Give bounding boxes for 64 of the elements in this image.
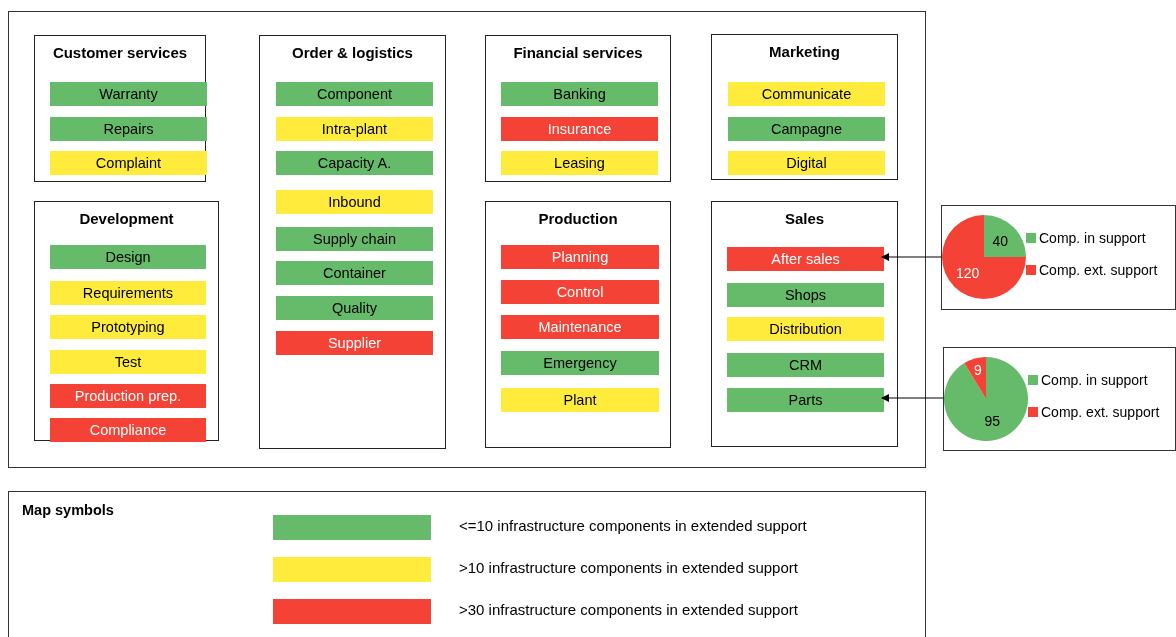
capability-bar: Plant bbox=[501, 388, 659, 412]
capability-bar: Component bbox=[276, 82, 433, 106]
capability-bar: Requirements bbox=[50, 281, 206, 305]
capability-bar: After sales bbox=[727, 247, 884, 271]
domain-panel bbox=[485, 201, 671, 448]
map-frame bbox=[8, 11, 926, 468]
domain-panel bbox=[34, 35, 206, 182]
data-label: 9 bbox=[974, 361, 982, 378]
data-label: 40 bbox=[992, 232, 1009, 249]
capability-bar: Communicate bbox=[728, 82, 885, 106]
legend-text: Comp. in support bbox=[1039, 230, 1146, 246]
capability-bar: CRM bbox=[727, 353, 884, 377]
data-label: 95 bbox=[984, 413, 1000, 430]
panel-heading: Financial services bbox=[512, 44, 644, 61]
panel-heading: Customer services bbox=[51, 44, 189, 61]
panel-heading: Marketing bbox=[768, 43, 841, 60]
capability-bar: Design bbox=[50, 245, 206, 269]
capability-bar: Test bbox=[50, 350, 206, 374]
arrow bbox=[881, 394, 944, 402]
capability-bar: Shops bbox=[727, 283, 884, 307]
arrow bbox=[881, 253, 942, 261]
capability-bar: Complaint bbox=[50, 151, 207, 175]
domain-panel bbox=[711, 201, 898, 447]
chart-panel bbox=[943, 347, 1176, 451]
capability-bar: Digital bbox=[728, 151, 885, 175]
panel-heading: Production bbox=[537, 210, 619, 227]
capability-bar: Campagne bbox=[728, 117, 885, 141]
legend-title: Map symbols bbox=[22, 502, 114, 518]
capability-bar: Control bbox=[501, 280, 659, 304]
capability-bar: Emergency bbox=[501, 351, 659, 375]
domain-panel bbox=[711, 34, 898, 180]
capability-bar: Parts bbox=[727, 388, 884, 412]
capability-bar: Compliance bbox=[50, 418, 206, 442]
legend-text: Comp. ext. support bbox=[1041, 404, 1160, 420]
chart-panel bbox=[941, 205, 1176, 310]
capability-bar: Capacity A. bbox=[276, 151, 433, 175]
capability-bar: Repairs bbox=[50, 117, 207, 141]
capability-bar: Inbound bbox=[276, 190, 433, 214]
capability-bar: Container bbox=[276, 261, 433, 285]
legend-text: <=10 infrastructure components in extended support bbox=[459, 517, 807, 534]
capability-bar: Leasing bbox=[501, 151, 658, 175]
capability-bar: Maintenance bbox=[501, 315, 659, 339]
legend-text: >30 infrastructure components in extended support bbox=[459, 601, 798, 618]
capability-bar: Prototyping bbox=[50, 315, 206, 339]
domain-panel bbox=[34, 201, 219, 441]
capability-bar: Supplier bbox=[276, 331, 433, 355]
capability-bar: Intra-plant bbox=[276, 117, 433, 141]
capability-bar: Banking bbox=[501, 82, 658, 106]
data-label: 120 bbox=[956, 265, 980, 282]
capability-bar: Distribution bbox=[727, 317, 884, 341]
panel-heading: Order & logistics bbox=[291, 44, 414, 61]
capability-bar: Quality bbox=[276, 296, 433, 320]
capability-bar: Insurance bbox=[501, 117, 658, 141]
capability-bar: Planning bbox=[501, 245, 659, 269]
panel-heading: Development bbox=[78, 210, 175, 227]
legend-text: Comp. in support bbox=[1041, 372, 1148, 388]
panel-heading: Sales bbox=[783, 210, 826, 227]
domain-panel bbox=[259, 35, 446, 449]
domain-panel bbox=[485, 35, 671, 182]
capability-bar: Supply chain bbox=[276, 227, 433, 251]
capability-bar: Production prep. bbox=[50, 384, 206, 408]
legend-text: >10 infrastructure components in extended support bbox=[459, 559, 798, 576]
capability-bar: Warranty bbox=[50, 82, 207, 106]
legend-text: Comp. ext. support bbox=[1039, 262, 1158, 278]
